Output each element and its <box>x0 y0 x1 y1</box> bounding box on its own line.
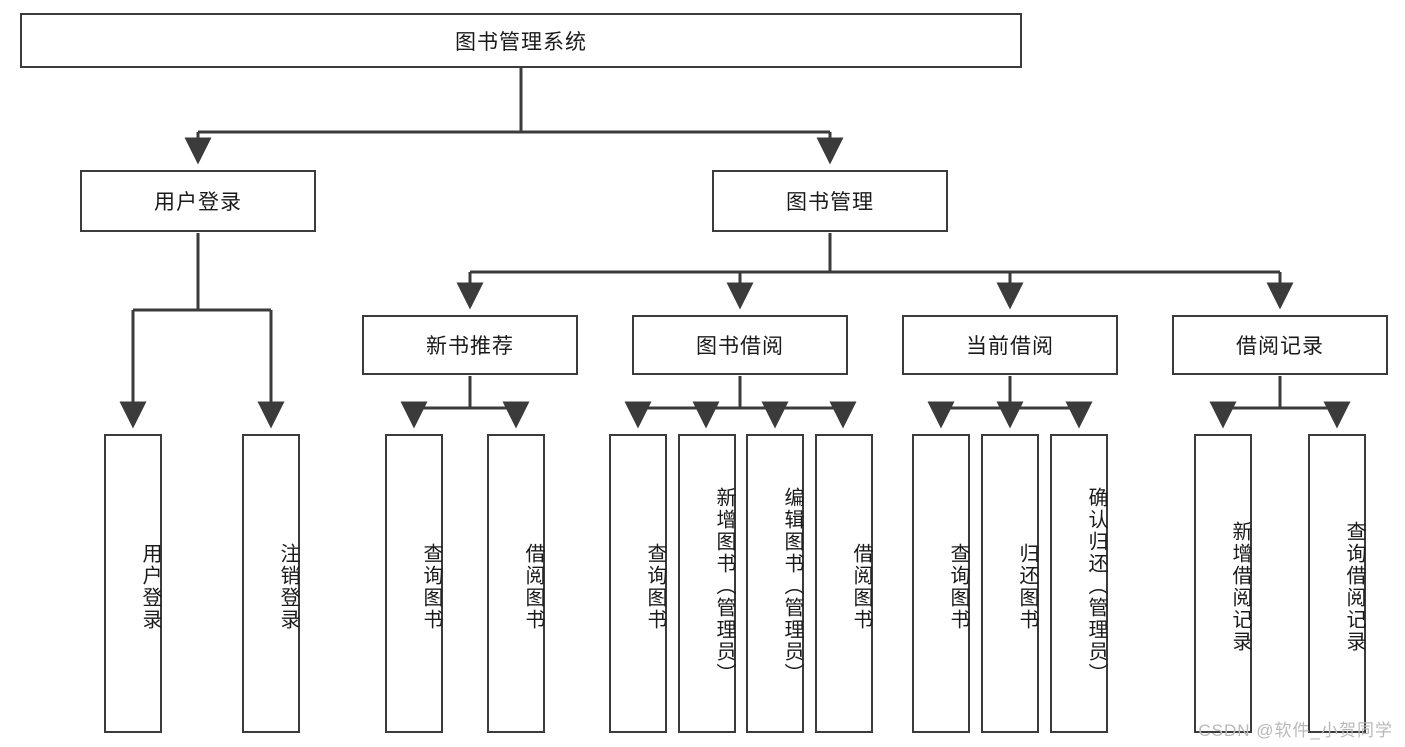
node-borrow-borrow-book-label: 借阅图书 <box>850 542 872 631</box>
node-root[interactable]: 图书管理系统 <box>20 13 1022 68</box>
node-book-management-label: 图书管理 <box>786 191 874 214</box>
node-recommend-borrow-book[interactable]: 借阅图书 <box>487 434 545 733</box>
node-current-confirm-return[interactable]: 确认归还（管理员） <box>1050 434 1108 733</box>
node-borrow-record[interactable]: 借阅记录 <box>1172 315 1388 375</box>
node-current-query-book-label: 查询图书 <box>947 542 969 631</box>
node-user-login-do-label: 用户登录 <box>139 542 161 631</box>
node-root-label: 图书管理系统 <box>455 30 587 54</box>
node-borrow-record-label: 借阅记录 <box>1236 335 1324 358</box>
node-current-query-book[interactable]: 查询图书 <box>912 434 970 733</box>
node-record-add[interactable]: 新增借阅记录 <box>1194 434 1252 733</box>
node-recommend-query-book[interactable]: 查询图书 <box>385 434 443 733</box>
node-borrow-borrow-book[interactable]: 借阅图书 <box>815 434 873 733</box>
node-record-query-label: 查询借阅记录 <box>1343 520 1365 653</box>
node-recommend-query-book-label: 查询图书 <box>420 542 442 631</box>
node-book-borrow-label: 图书借阅 <box>696 335 784 358</box>
node-borrow-add-book-label: 新增图书（管理员） <box>713 486 735 685</box>
node-borrow-query-book-label: 查询图书 <box>644 542 666 631</box>
node-current-borrow[interactable]: 当前借阅 <box>902 315 1118 375</box>
node-book-management[interactable]: 图书管理 <box>712 170 948 232</box>
node-new-book-recommend[interactable]: 新书推荐 <box>362 315 578 375</box>
node-recommend-borrow-book-label: 借阅图书 <box>522 542 544 631</box>
node-borrow-edit-book-label: 编辑图书（管理员） <box>781 486 803 685</box>
node-borrow-query-book[interactable]: 查询图书 <box>609 434 667 733</box>
node-borrow-add-book[interactable]: 新增图书（管理员） <box>678 434 736 733</box>
node-user-logout-label: 注销登录 <box>277 542 299 631</box>
node-user-logout[interactable]: 注销登录 <box>242 434 300 733</box>
node-new-book-recommend-label: 新书推荐 <box>426 335 514 358</box>
node-current-borrow-label: 当前借阅 <box>966 335 1054 358</box>
node-record-query[interactable]: 查询借阅记录 <box>1308 434 1366 733</box>
node-current-confirm-return-label: 确认归还（管理员） <box>1085 486 1107 685</box>
node-user-login-do[interactable]: 用户登录 <box>104 434 162 733</box>
node-current-return-book-label: 归还图书 <box>1016 542 1038 631</box>
node-user-login[interactable]: 用户登录 <box>80 170 316 232</box>
node-borrow-edit-book[interactable]: 编辑图书（管理员） <box>746 434 804 733</box>
node-current-return-book[interactable]: 归还图书 <box>981 434 1039 733</box>
node-book-borrow[interactable]: 图书借阅 <box>632 315 848 375</box>
node-user-login-label: 用户登录 <box>154 191 242 214</box>
node-record-add-label: 新增借阅记录 <box>1229 520 1251 653</box>
